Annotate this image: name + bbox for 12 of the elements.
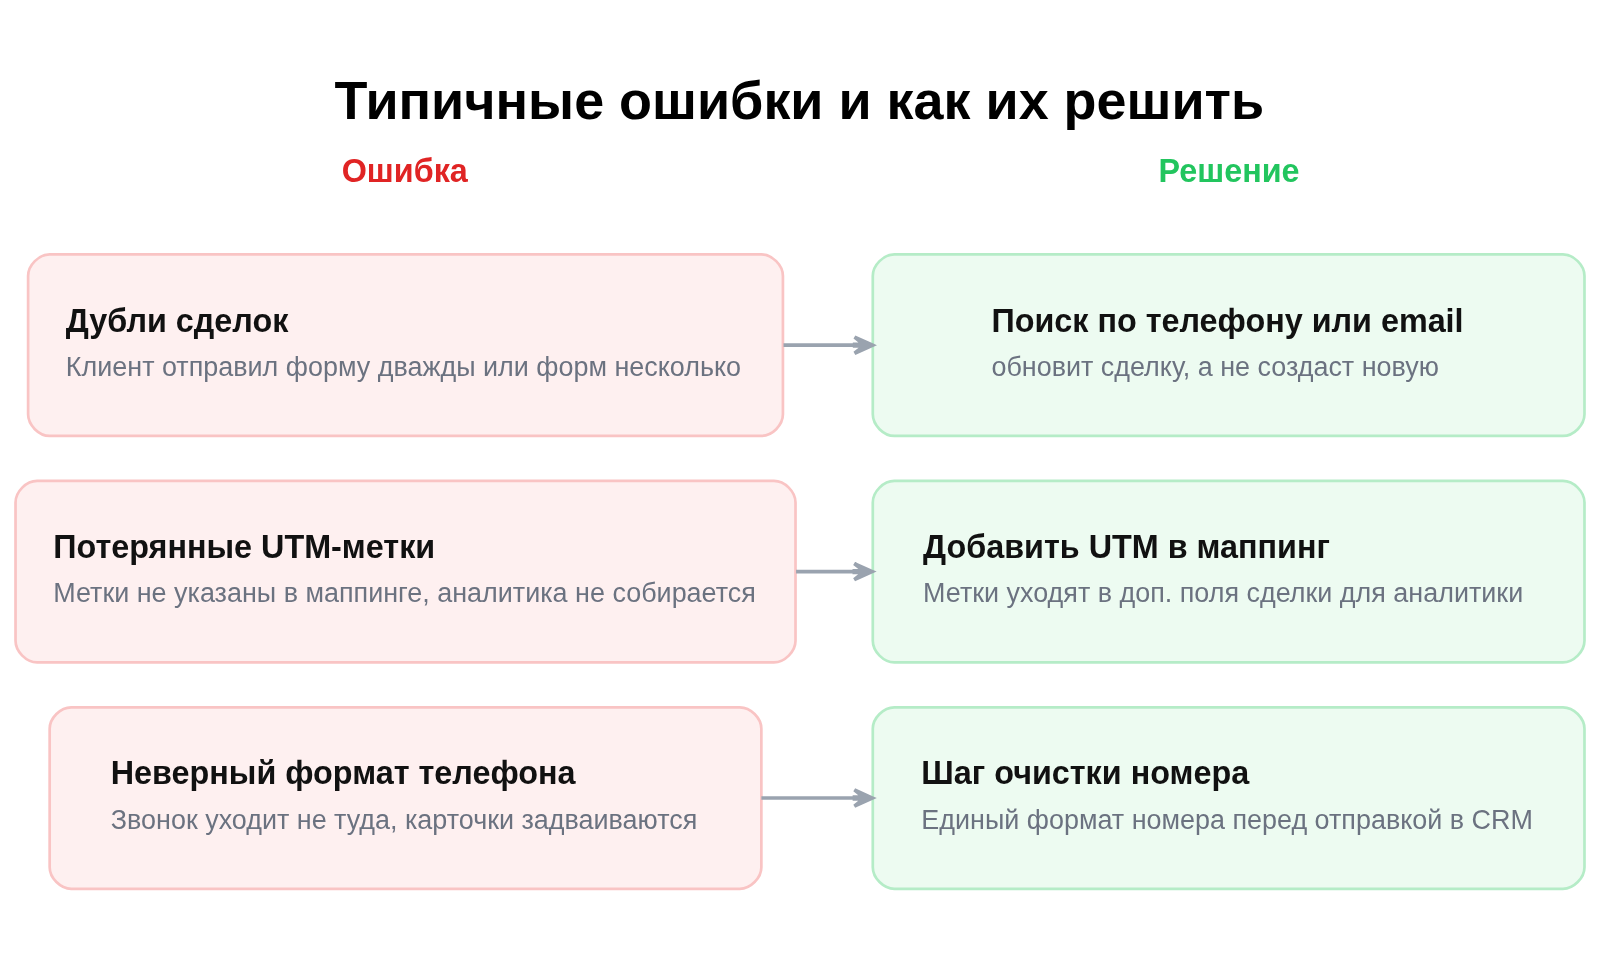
arrow: [783, 334, 875, 355]
node-box: Потерянные UTM-метки Метки не указаны в маппинге, аналитика не собирается: [14, 479, 797, 664]
arrow: [796, 561, 875, 581]
node-box: Добавить UTM в маппинг Метки уходят в доп. поля сделки для аналитики: [871, 479, 1586, 664]
node-box: Поиск по телефону или email обновит сделку, а не создаст новую: [871, 252, 1586, 437]
node-box: Неверный формат телефона Звонок уходит не туда, карточки задваиваются: [48, 705, 763, 890]
label: Ошибка: [341, 152, 468, 189]
node-box: Шаг очистки номера Единый формат номера перед отправкой в CRM: [871, 705, 1586, 890]
diagram-title: Типичные ошибки и как их решить: [334, 69, 1265, 130]
node-box: Дубли сделок Клиент отправил форму дважды или форм несколько: [26, 252, 785, 437]
arrow: [761, 787, 875, 808]
label: Решение: [1158, 152, 1300, 189]
